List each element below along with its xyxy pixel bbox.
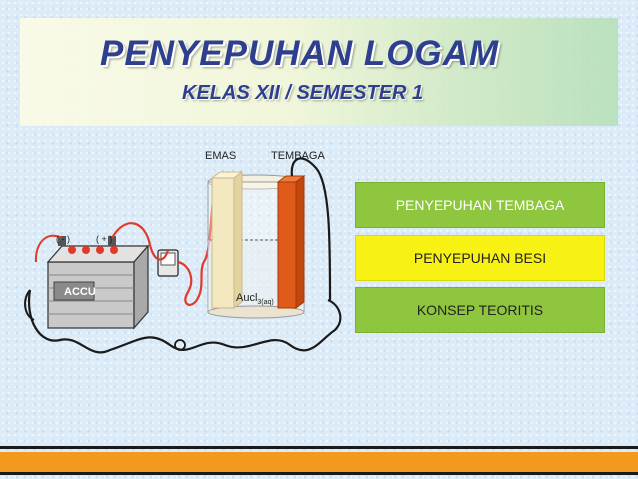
battery-icon xyxy=(46,236,150,330)
anode-label: EMAS xyxy=(205,150,237,162)
battery-label: ACCU xyxy=(64,286,96,298)
battery-terminal-positive: ( + ) xyxy=(96,234,113,244)
gold-electrode xyxy=(210,171,244,309)
theory-concept-button[interactable]: KONSEP TEORITIS xyxy=(355,287,605,333)
iron-plating-button[interactable]: PENYEPUHAN BESI xyxy=(355,235,605,281)
footer-stripe xyxy=(0,452,638,472)
footer-line-bottom xyxy=(0,472,638,475)
slide-title: PENYEPUHAN LOGAM xyxy=(100,34,500,73)
cathode-label: TEMBAGA xyxy=(271,150,325,162)
meter-icon xyxy=(157,249,179,277)
electrolyte-label: Aucl3(aq) xyxy=(236,292,274,306)
electrolyte-formula: Aucl xyxy=(236,292,258,304)
circuit-wire-black xyxy=(27,289,342,354)
footer-line-top xyxy=(0,446,638,449)
copper-electrode xyxy=(276,175,306,309)
title-band xyxy=(20,18,618,126)
copper-plating-button[interactable]: PENYEPUHAN TEMBAGA xyxy=(355,182,605,228)
electrolyte-subscript: 3(aq) xyxy=(257,299,274,307)
circuit-wire-red xyxy=(111,222,170,261)
slide-subtitle: KELAS XII / SEMESTER 1 xyxy=(182,82,424,104)
battery-terminal-negative: ( - ) xyxy=(56,234,70,244)
